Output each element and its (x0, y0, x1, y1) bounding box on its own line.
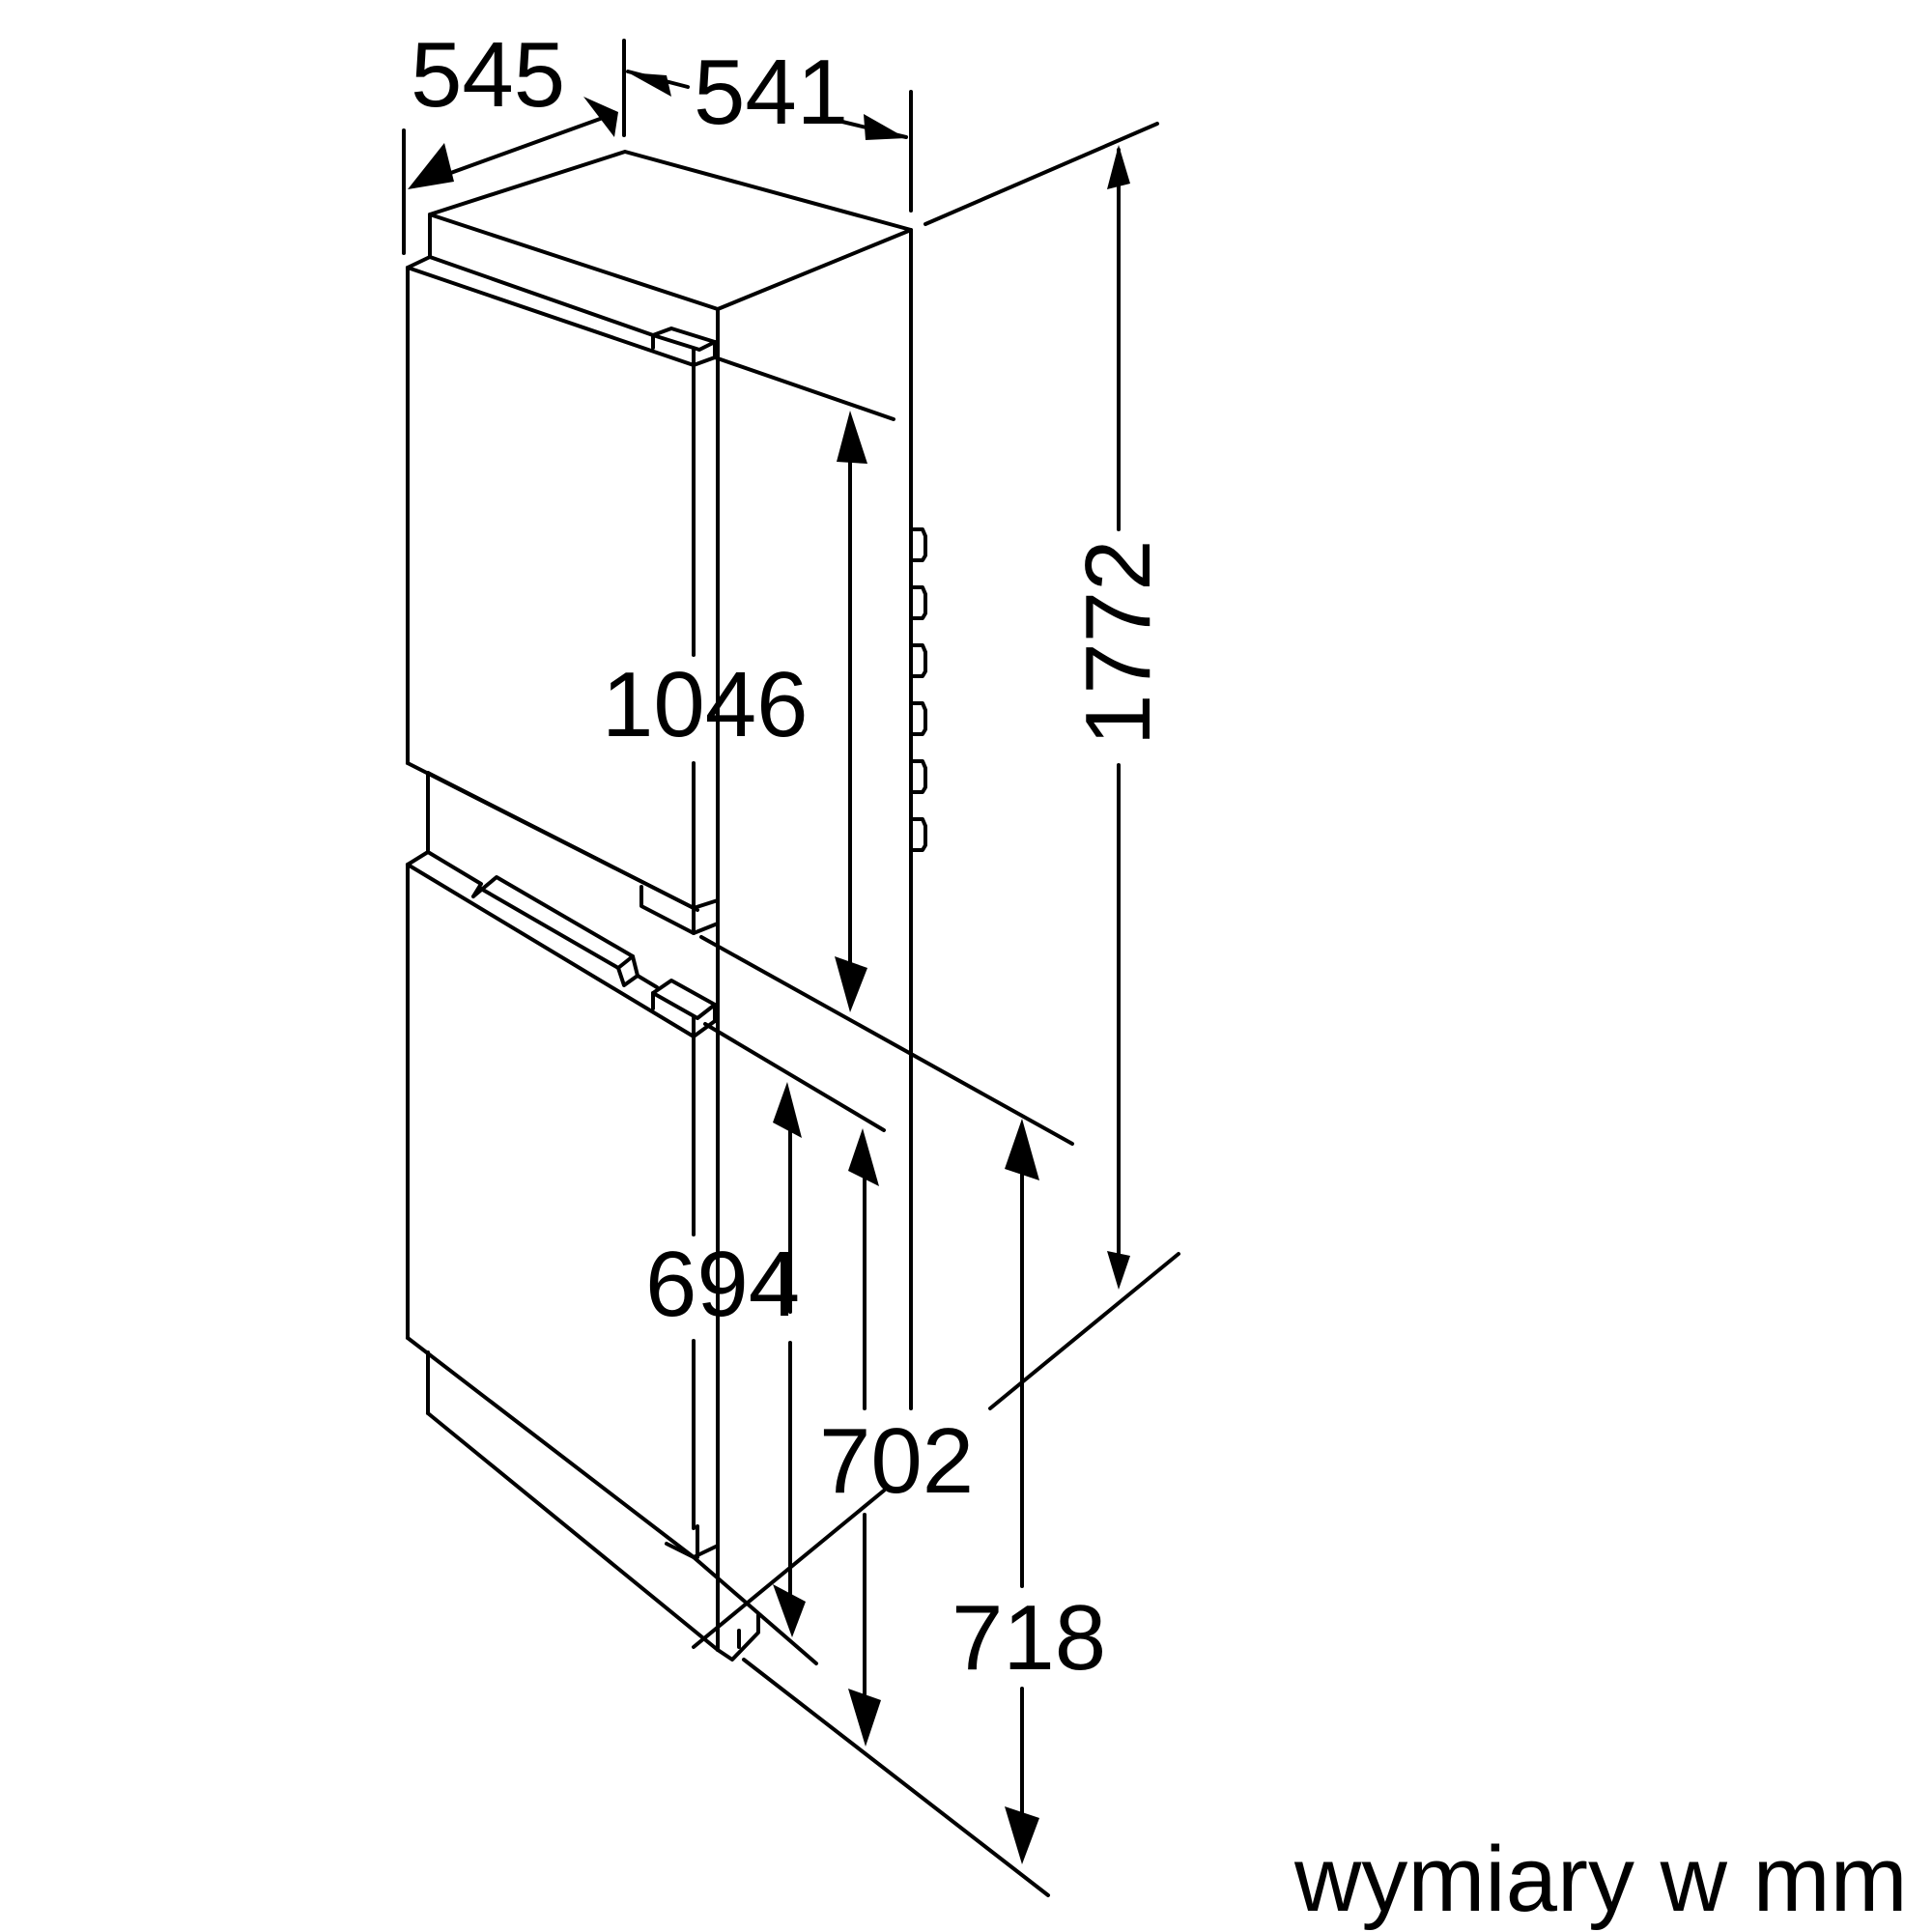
dimension-718 (1005, 1119, 1039, 1864)
dimension-541 (626, 70, 908, 140)
dimension-1046 (835, 411, 867, 1012)
dimension-545 (408, 97, 618, 189)
lower-door (406, 850, 818, 1665)
dimension-702 (848, 1128, 881, 1747)
label-694: 694 (645, 1233, 800, 1336)
side-mounting-brackets (909, 527, 927, 852)
cabinet-body (428, 150, 927, 1652)
label-1772: 1772 (1066, 539, 1170, 746)
label-1046: 1046 (602, 653, 809, 756)
units-caption: wymiary w mm (1293, 1828, 1908, 1931)
label-718: 718 (952, 1586, 1106, 1690)
dimension-1772 (1107, 145, 1130, 1290)
label-545: 545 (411, 23, 565, 127)
label-541: 541 (694, 41, 848, 144)
dimension-694 (773, 1082, 806, 1637)
upper-door (406, 255, 720, 935)
label-702: 702 (819, 1409, 974, 1513)
